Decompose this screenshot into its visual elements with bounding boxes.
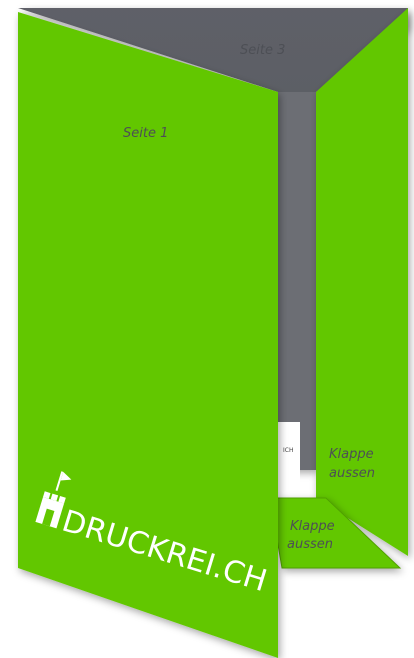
right-flap-label-line2: aussen [329,466,375,481]
inserted-sheet-text: ICH [283,447,293,454]
folder-inner-fold [278,92,316,470]
page-3-label: Seite 3 [240,43,285,58]
inserted-sheet [278,422,300,498]
right-flap-panel [316,8,408,556]
page-1-label: Seite 1 [123,126,168,141]
bottom-flap-label-line1: Klappe [290,519,335,534]
castle-icon [35,471,72,529]
front-cover-panel [18,12,278,658]
bottom-flap-label-line2: aussen [287,537,333,552]
right-flap-label-line1: Klappe [329,447,374,462]
